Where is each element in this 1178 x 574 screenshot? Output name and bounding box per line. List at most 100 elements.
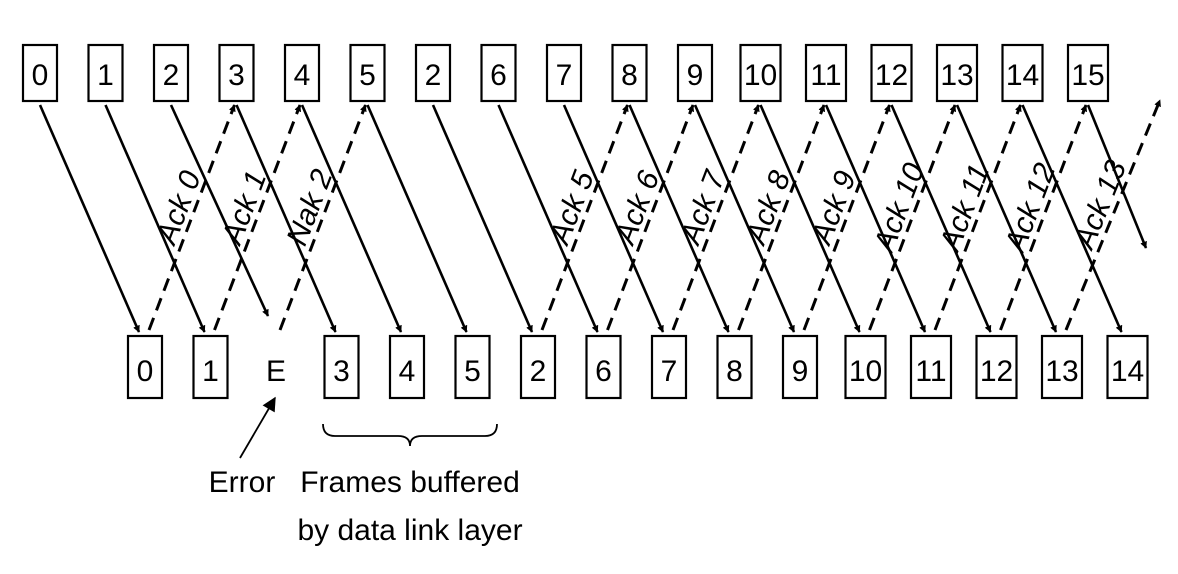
sender-frame-box (935, 43, 979, 103)
receiver-frame-label: 7 (661, 355, 678, 388)
ack-arrow (213, 104, 302, 331)
ack-label: Ack 8 (739, 166, 797, 250)
receiver-frame-label: 9 (792, 355, 809, 388)
frame-arrow (1086, 104, 1148, 249)
ack-arrow (868, 104, 957, 331)
receiver-frame-label: 5 (464, 355, 481, 388)
sender-frame-label: 5 (359, 59, 376, 92)
sender-frame-box (870, 43, 913, 103)
receiver-frame-box (844, 334, 887, 400)
frame-arrow (366, 104, 468, 333)
sender-frame-label: 4 (294, 59, 311, 92)
receiver-frame-box (585, 334, 622, 400)
sender-frame-box (218, 43, 255, 103)
sender-frame-box (1001, 43, 1044, 103)
receiver-frame-label: 11 (915, 355, 946, 388)
frame-arrow (431, 104, 534, 333)
ack-arrow (737, 104, 826, 331)
receiver-frame-box (519, 334, 557, 400)
error-label: Error (209, 466, 276, 499)
sender-frame-label: 2 (425, 59, 442, 92)
sender-frame-label: 7 (556, 59, 573, 92)
sender-frame-box (414, 43, 452, 103)
frame-arrow (955, 104, 1058, 333)
sender-frame-label: 0 (32, 59, 49, 92)
sender-frame-box (283, 43, 321, 103)
buffered-brace (322, 423, 498, 447)
sender-frame-box (152, 43, 190, 103)
sender-frame-box (87, 43, 124, 103)
receiver-frame-label: 4 (399, 355, 416, 388)
receiver-frame-label: 14 (1111, 355, 1144, 388)
receiver-frame-label: 6 (595, 355, 612, 388)
receiver-frame-box (975, 334, 1018, 400)
receiver-frame-label: 3 (333, 355, 350, 388)
ack-arrow (606, 104, 695, 331)
sender-frame-box (1066, 43, 1110, 103)
sender-frame-label: 12 (875, 59, 908, 92)
ack-label: Nak 2 (281, 165, 340, 250)
frame-arrow (1021, 104, 1123, 333)
ack-label: Ack 9 (805, 166, 863, 250)
sender-frame-box (611, 43, 648, 103)
receiver-frame-box (1106, 334, 1149, 400)
ack-label: Ack 7 (674, 165, 733, 250)
sender-frame-label: 10 (744, 59, 777, 92)
error-arrow (239, 396, 276, 459)
ack-label: Ack 11 (933, 160, 996, 257)
frame-arrow (235, 104, 337, 333)
receiver-frame-label: 0 (137, 355, 154, 388)
sender-frame-label: 6 (490, 59, 507, 92)
receiver-frame-box (454, 334, 491, 400)
sender-frame-box (349, 43, 386, 103)
sender-frame-label: 2 (163, 59, 180, 92)
receiver-frame-label: 2 (530, 355, 547, 388)
receiver-frame-box (650, 334, 688, 400)
sender-frame-box (545, 43, 583, 103)
ack-label: Ack 12 (998, 158, 1062, 258)
sender-frame-box (676, 43, 714, 103)
sender-frame-label: 11 (810, 59, 841, 92)
ack-label: Ack 13 (1067, 156, 1133, 256)
ack-arrow (671, 104, 760, 331)
ack-label: Ack 1 (215, 167, 273, 251)
ack-label: Ack 0 (150, 166, 208, 250)
sender-frame-label: 14 (1006, 59, 1039, 92)
ack-arrow (278, 104, 367, 331)
receiver-frame-label: 12 (980, 355, 1013, 388)
frame-arrows (38, 104, 1148, 333)
sender-frame-label: 13 (940, 59, 973, 92)
frame-arrow (693, 104, 796, 333)
sender-frame-label: 8 (621, 59, 638, 92)
receiver-frame-box (909, 334, 953, 400)
receiver-frame-label: 10 (849, 355, 882, 388)
ack-arrow (999, 104, 1088, 331)
sender-frame-label: 15 (1071, 59, 1104, 92)
ack-arrow (147, 104, 236, 331)
buffered-label-line2: by data link layer (297, 514, 522, 547)
receiver-frame-label: 8 (726, 355, 743, 388)
buffered-label-line1: Frames buffered (300, 466, 520, 499)
sender-frame-box (739, 43, 782, 103)
frame-arrow (38, 104, 141, 333)
frame-arrow (824, 104, 927, 333)
frame-arrow (169, 104, 270, 317)
frame-arrow (890, 104, 992, 333)
error-marker: E (266, 355, 286, 388)
ack-label: Ack 10 (867, 158, 931, 258)
receiver-frame-box (388, 334, 426, 400)
ack-label: Ack 6 (608, 166, 666, 250)
receiver-frame-box (781, 334, 819, 400)
frame-arrow (497, 104, 599, 333)
ack-label: Ack 5 (543, 166, 601, 250)
sender-frame-label: 3 (228, 59, 245, 92)
receiver-frame-box (716, 334, 753, 400)
receiver-frame-label: 13 (1045, 355, 1078, 388)
receiver-frame-box (323, 334, 360, 400)
sender-frame-box (21, 43, 59, 103)
ack-arrow (540, 104, 629, 331)
